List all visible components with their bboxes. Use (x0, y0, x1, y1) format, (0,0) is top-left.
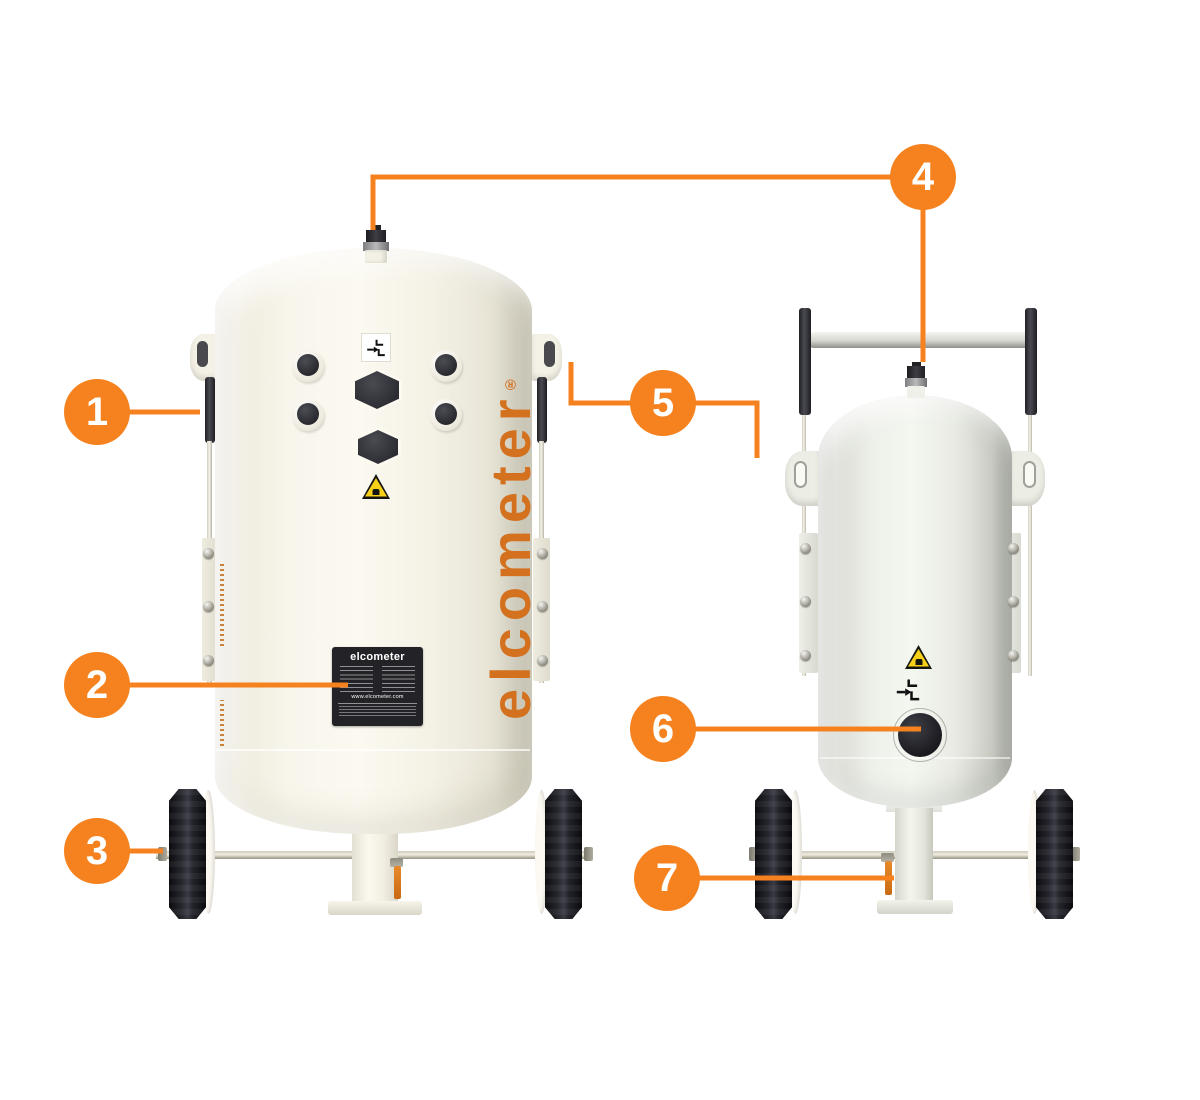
rating-plate-url: www.elcometer.com (351, 694, 404, 700)
warning-glyph (915, 659, 922, 665)
wheel-right (1036, 789, 1073, 919)
brand-text: elcometer (479, 392, 542, 720)
callout-badge-1: 1 (64, 379, 130, 445)
wheel-left (755, 789, 792, 919)
gun-port (292, 399, 324, 431)
top-valve-base (907, 386, 925, 398)
side-sticker (220, 700, 224, 746)
handle-grip-right (1025, 308, 1037, 415)
inspection-port (898, 713, 942, 757)
leg-base-plate (328, 901, 422, 915)
bracket-screw (203, 601, 214, 612)
bracket-screw (1008, 543, 1019, 554)
lifting-eye-right-slot (544, 341, 555, 367)
callout-badge-7: 7 (634, 845, 700, 911)
wheel-left (169, 789, 206, 919)
handle-grip-left (799, 308, 811, 415)
gun-port (292, 350, 324, 382)
bracket-screw (203, 655, 214, 666)
handle-grip-left (205, 377, 215, 443)
drain-valve-handle (885, 861, 892, 895)
axle-nut-right (1071, 847, 1080, 861)
bracket-screw (800, 596, 811, 607)
handle-crossbar (806, 332, 1036, 348)
support-leg (895, 808, 933, 908)
wheel-flange-left (789, 790, 802, 914)
lifting-eye-left-slot (197, 341, 208, 367)
registered-mark: ® (502, 375, 519, 393)
bracket-screw (800, 543, 811, 554)
axle-nut-right (584, 847, 593, 861)
top-valve-base (365, 250, 387, 263)
handle-rod-right (1028, 414, 1032, 676)
hex-plug-face (355, 371, 399, 409)
bracket-screw (537, 601, 548, 612)
drain-valve-body (881, 853, 894, 862)
bracket-screw (1008, 596, 1019, 607)
flow-direction-icon (361, 333, 391, 362)
inspection-port-ring (893, 708, 947, 762)
bracket-screw (800, 650, 811, 661)
drain-valve-body (390, 858, 403, 867)
bracket-screw (1008, 650, 1019, 661)
axle-nut-left (749, 847, 758, 861)
bracket-screw (537, 655, 548, 666)
callout-badge-4: 4 (890, 144, 956, 210)
gun-port (430, 399, 462, 431)
handle-grip-right (537, 377, 547, 443)
top-valve-cap (907, 366, 925, 379)
callout-badge-5: 5 (630, 370, 696, 436)
bracket-screw (537, 548, 548, 559)
rating-plate: elcometer www.elcometer.com (332, 647, 423, 726)
side-brand-logo: elcometer® (479, 368, 542, 720)
rating-plate-title: elcometer (350, 651, 405, 663)
lifting-eye-left-slot (794, 461, 807, 488)
bracket-screw (203, 548, 214, 559)
rating-plate-spec-lines (340, 666, 415, 694)
warning-glyph (372, 489, 380, 495)
lifting-eye-right (531, 334, 562, 381)
side-sticker (220, 562, 224, 646)
hex-plug-face (358, 430, 398, 464)
wheel-flange-right (535, 790, 548, 914)
weld-seam (217, 749, 530, 751)
callout-badge-3: 3 (64, 818, 130, 884)
lifting-eye-right-slot (1023, 461, 1036, 488)
rating-plate-divider (338, 702, 417, 704)
wheel-right (545, 789, 582, 919)
top-valve-nub (912, 362, 921, 367)
spec-column (382, 666, 415, 694)
axle-nut-left (158, 847, 167, 861)
spec-column (340, 666, 373, 694)
drain-valve-handle (394, 866, 401, 899)
top-valve-collar (905, 378, 927, 387)
callout-badge-6: 6 (630, 696, 696, 762)
gun-port (430, 350, 462, 382)
callout-badge-2: 2 (64, 652, 130, 718)
flow-direction-icon (894, 676, 924, 706)
rating-plate-fineprint (339, 705, 416, 716)
leg-base-plate (877, 900, 953, 914)
